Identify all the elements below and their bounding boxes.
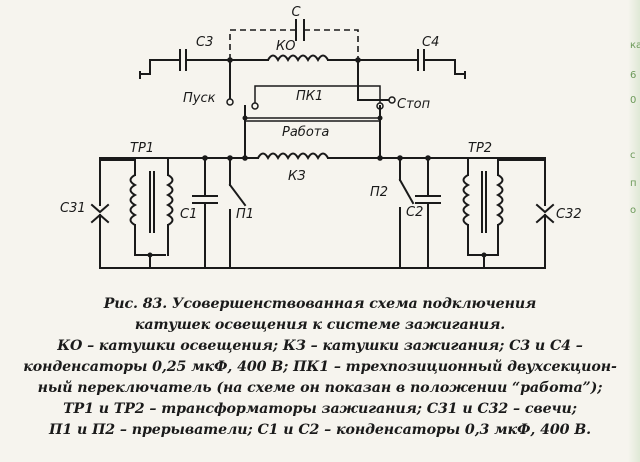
main-bus (99, 152, 546, 269)
label-c4: C4 (422, 35, 439, 50)
edge-mark: 6 (630, 70, 637, 81)
label-tp2: TP2 (468, 141, 492, 156)
spark-plug-c32 (535, 157, 555, 269)
label-c2: C2 (406, 205, 423, 220)
spark-plug-c31 (90, 157, 110, 269)
transformer-tp2 (462, 157, 546, 269)
breaker-p1 (228, 157, 247, 269)
coil-k3 (257, 152, 329, 161)
label-stop: Стоп (397, 97, 431, 112)
edge-mark: ка (630, 40, 640, 51)
figure-caption: Рис. 83. Усовершенствованная схема подкл… (0, 294, 640, 441)
label-ko: КО (276, 39, 295, 54)
caption-line: катушек освещения к системе зажигания. (134, 317, 506, 333)
edge-mark: о (630, 205, 637, 216)
edge-mark: п (630, 178, 637, 189)
label-p2: П2 (370, 185, 388, 200)
edge-mark: с (630, 150, 636, 161)
capacitor-c1 (192, 157, 218, 269)
label-c31: C31 (60, 201, 86, 216)
switch-pk1 (226, 59, 396, 159)
label-k3: КЗ (288, 169, 306, 184)
capacitor-c2 (415, 157, 441, 269)
capacitor-c-dashed (229, 19, 359, 60)
breaker-p2 (398, 157, 415, 269)
label-pk1: ПК1 (296, 89, 323, 104)
top-branch (139, 19, 466, 79)
caption-line: конденсаторы 0,25 мкФ, 400 В; ПК1 – трех… (23, 359, 617, 375)
coil-ko (267, 54, 329, 63)
caption-line: Рис. 83. Усовершенствованная схема подкл… (103, 296, 537, 312)
transformer-tp1 (99, 157, 174, 269)
label-c32: C32 (556, 207, 582, 222)
caption-line: ный переключатель (на схеме он показан в… (37, 380, 603, 396)
caption-line: П1 и П2 – прерыватели; С1 и С2 – конденс… (49, 422, 591, 438)
edge-mark: 0 (630, 95, 637, 106)
page-edge-strip: ка 6 0 с п о (628, 0, 640, 462)
label-p1: П1 (236, 207, 254, 222)
label-c: C (291, 5, 301, 20)
label-pusk: Пуск (183, 91, 216, 106)
label-c3: C3 (196, 35, 213, 50)
label-tp1: TP1 (130, 141, 154, 156)
label-c1: C1 (180, 207, 197, 222)
label-rabota: Работа (282, 125, 329, 140)
circuit-diagram: C C3 КО C4 Пуск ПК1 Стоп Работа TP1 КЗ T… (60, 5, 582, 269)
caption-line: КО – катушки освещения; КЗ – катушки заж… (57, 338, 583, 354)
caption-line: ТР1 и ТР2 – трансформаторы зажигания; С3… (63, 401, 577, 417)
